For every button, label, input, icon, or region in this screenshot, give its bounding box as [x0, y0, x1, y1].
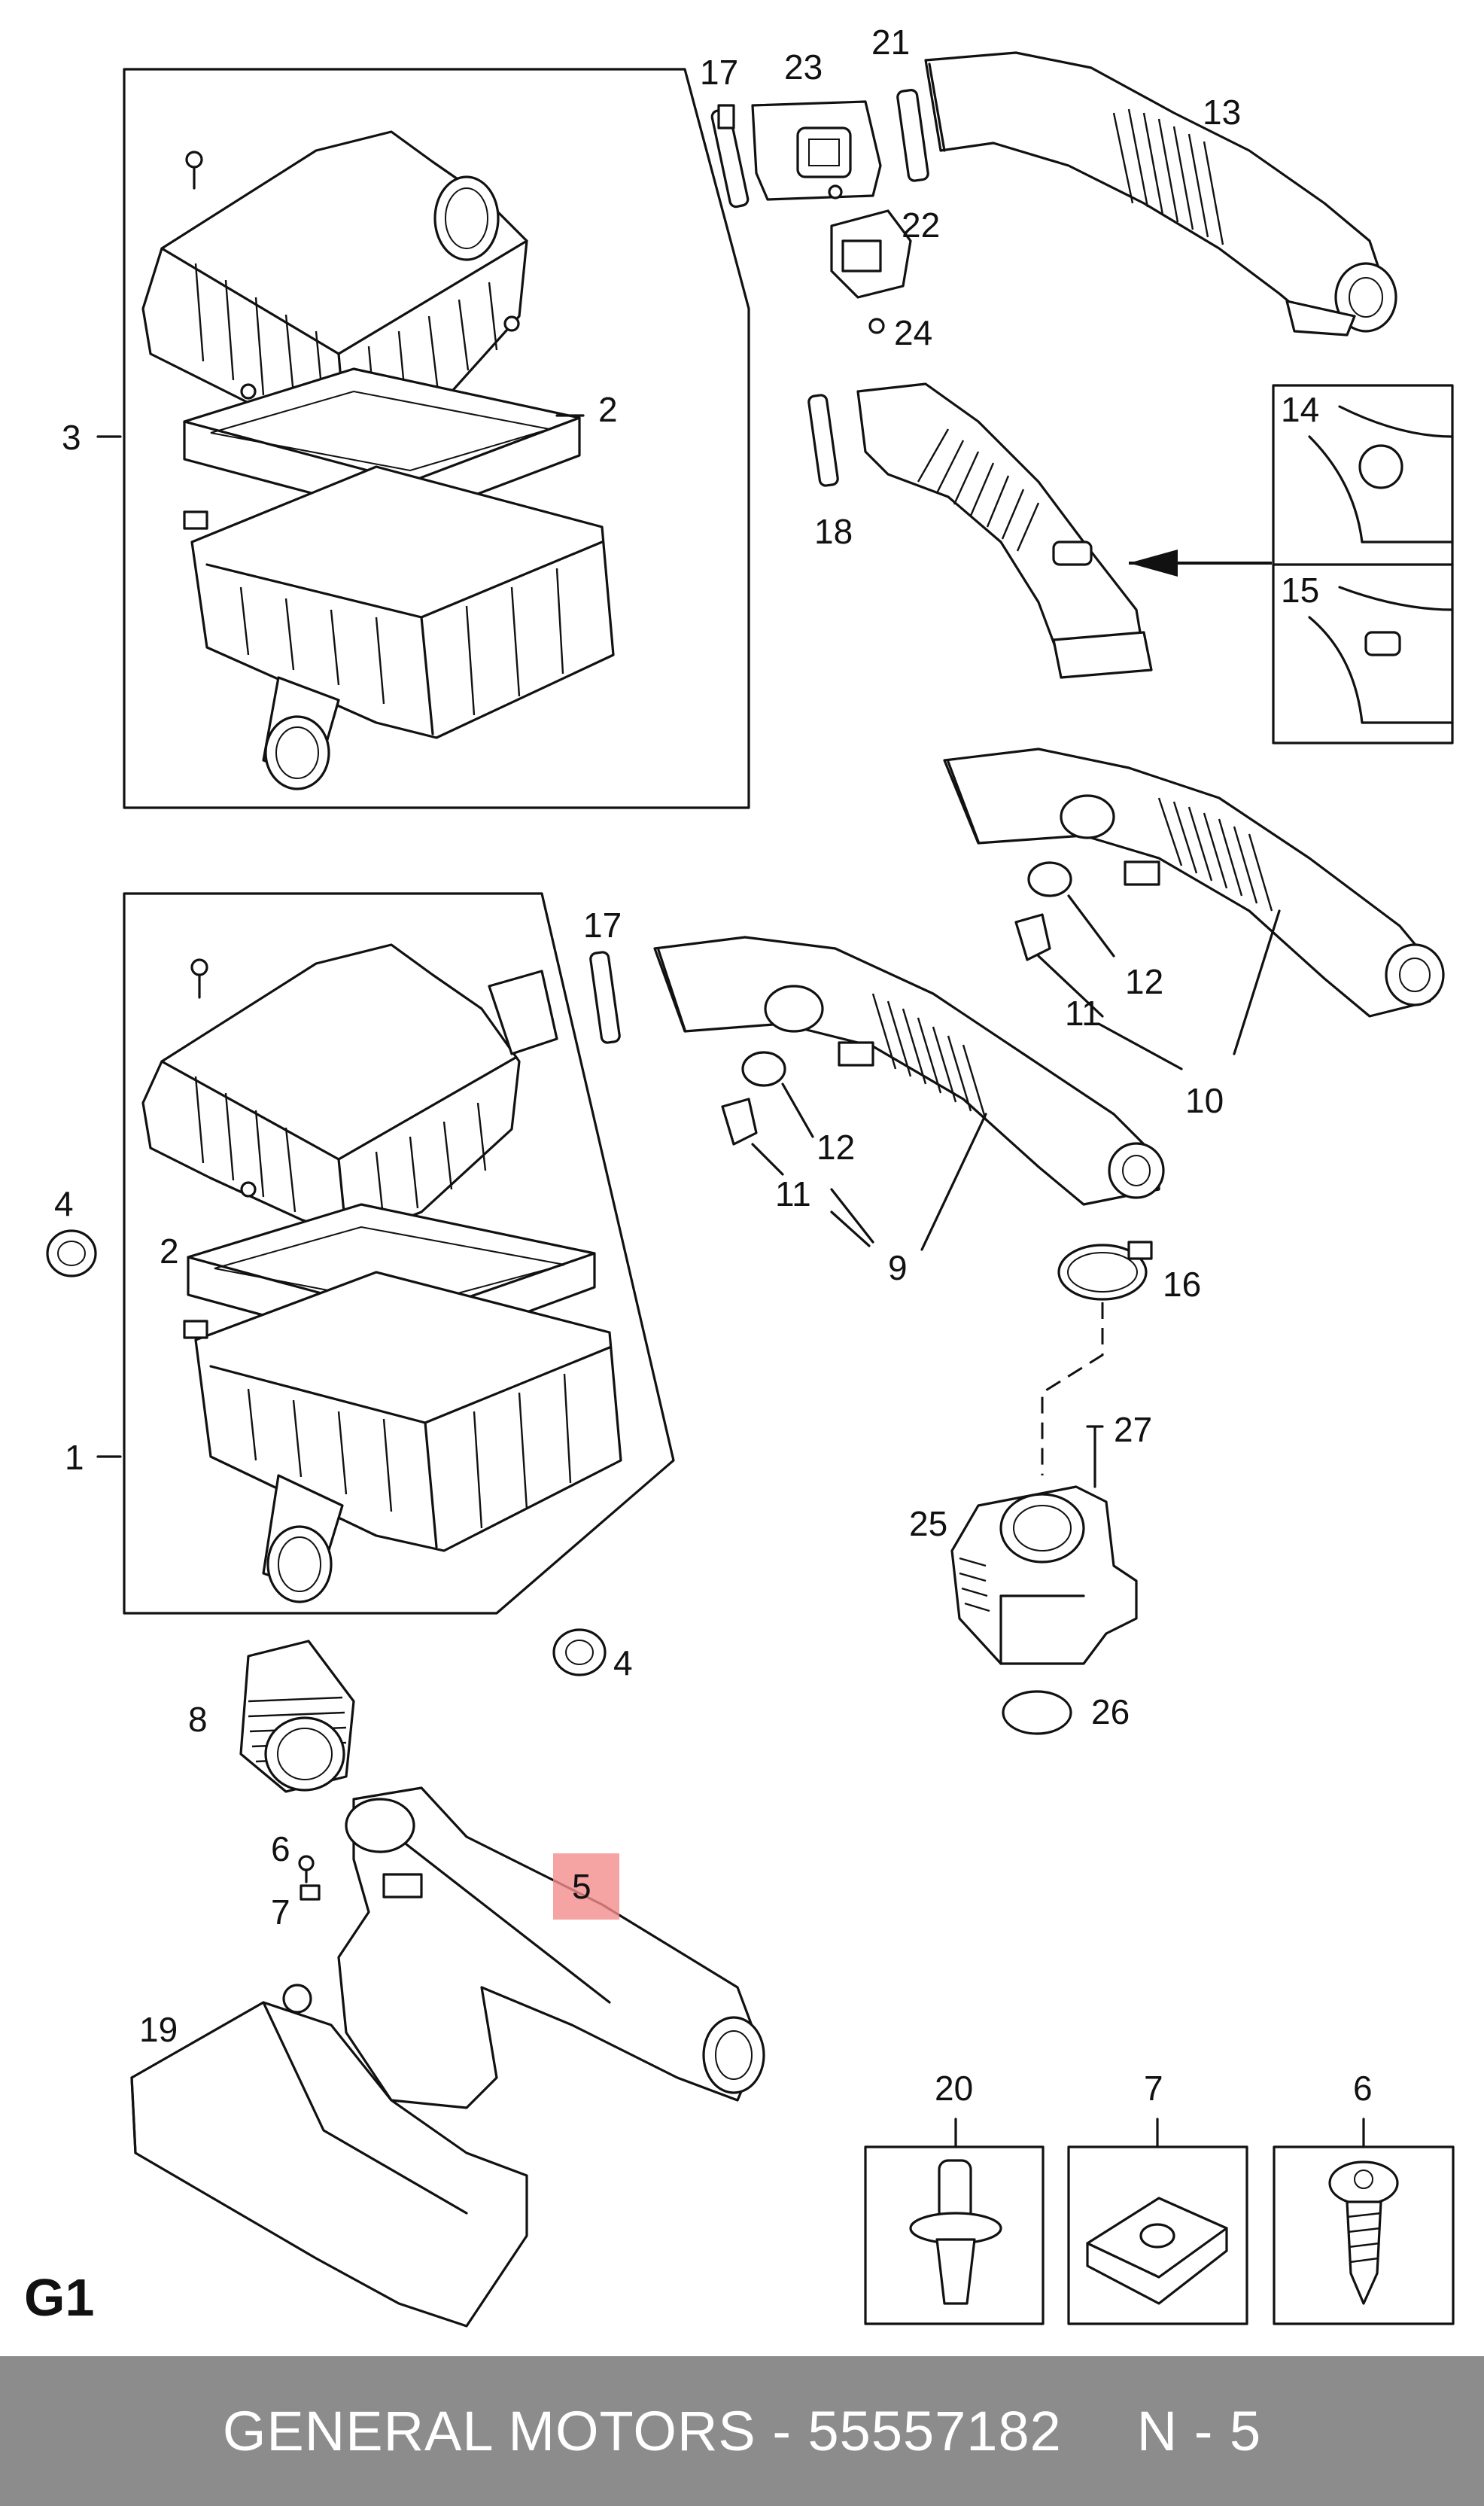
- callout-21: 21: [871, 23, 910, 62]
- duct-10-group: 12 11 10: [943, 748, 1445, 1120]
- air-cleaner-lower-housing-icon: [183, 465, 615, 790]
- detail-7: 7: [1067, 2069, 1248, 2325]
- grommet-4-left: [46, 1229, 97, 1277]
- maf-sensor-group: 17 23 21 13 22 24: [700, 23, 1397, 352]
- footer-part-number: 55557182: [807, 2400, 1062, 2462]
- callout-24: 24: [894, 313, 932, 352]
- footer-bar: GENERAL MOTORS - 55557182 N - 5: [0, 2356, 1484, 2506]
- footer-separator: -: [756, 2400, 808, 2462]
- throttle-body-icon: 27 25 26: [909, 1410, 1152, 1735]
- footer-brand: GENERAL MOTORS: [222, 2400, 756, 2462]
- detail-20: 20: [864, 2069, 1045, 2325]
- callout-23: 23: [784, 47, 823, 87]
- callout-7: 7: [271, 1892, 290, 1932]
- callout-6: 6: [271, 1829, 290, 1868]
- callout-11b: 11: [775, 1174, 811, 1213]
- callout-17: 17: [700, 53, 738, 92]
- detail-6: 6: [1273, 2069, 1455, 2325]
- callout-1: 1: [65, 1438, 84, 1477]
- callout-2b: 2: [160, 1232, 179, 1271]
- callout-16: 16: [1163, 1265, 1201, 1304]
- callout-2: 2: [598, 390, 618, 429]
- callout-9: 9: [888, 1248, 908, 1287]
- highlight-box: [553, 1853, 619, 1920]
- sensor-11b: [721, 1098, 758, 1146]
- maf-sensor-23: [751, 100, 882, 201]
- callout-8: 8: [188, 1700, 208, 1739]
- clamp-16: [1057, 1244, 1148, 1301]
- callout-4b: 4: [613, 1643, 633, 1682]
- hose-clamp-21: [896, 89, 929, 182]
- small-fasteners-6-7: 6 7: [271, 1829, 321, 1932]
- group-frame-1: [123, 892, 675, 1615]
- group-frame-3: [123, 68, 750, 809]
- hose-clamp-17-top: [710, 104, 750, 209]
- hose-clamp-17: [589, 951, 621, 1044]
- callout-7b: 7: [1144, 2069, 1163, 2108]
- intake-duct-icon: [943, 748, 1439, 1018]
- air-cleaner-lower-housing-icon: [183, 1271, 622, 1603]
- screw-icon: [868, 318, 885, 334]
- air-cleaner-assembly-main: 1 2 4: [46, 892, 675, 1615]
- callout-17b: 17: [583, 906, 622, 945]
- callout-18: 18: [814, 512, 853, 551]
- callout-11: 11: [1065, 994, 1101, 1033]
- arrow-icon: [1129, 550, 1178, 577]
- callout-15: 15: [1281, 571, 1319, 610]
- callout-20: 20: [935, 2069, 973, 2108]
- intake-duct-icon: [653, 936, 1160, 1206]
- callout-19: 19: [139, 2010, 178, 2049]
- clip-fastener-icon: [909, 2159, 1002, 2305]
- callout-25: 25: [909, 1504, 947, 1543]
- gasket-26: [1002, 1690, 1072, 1735]
- speed-nut-icon: [300, 1884, 321, 1901]
- callout-12: 12: [1125, 962, 1163, 1001]
- duct-9-group: 17 12 11 9 16: [583, 906, 1201, 1475]
- callout-27: 27: [1114, 1410, 1152, 1449]
- deflector-19: 19: [130, 1984, 528, 2328]
- sensor-11: [1014, 913, 1051, 961]
- grommet-12: [1027, 861, 1072, 897]
- callout-5: 5: [572, 1867, 591, 1906]
- air-cleaner-housing-icon: [141, 130, 528, 453]
- screw-icon: [298, 1855, 315, 1871]
- callout-26: 26: [1091, 1692, 1130, 1731]
- hose-clamp-18: [807, 394, 839, 487]
- grommet-12b: [741, 1051, 786, 1087]
- screw-icon: [1328, 2160, 1399, 2305]
- grommet-4-right: 4: [552, 1628, 633, 1682]
- air-cleaner-housing-icon: [141, 943, 558, 1240]
- callout-22: 22: [902, 206, 940, 245]
- callout-13: 13: [1203, 93, 1241, 132]
- callout-3: 3: [62, 418, 81, 457]
- callout-14: 14: [1281, 390, 1319, 429]
- intake-duct-icon: [924, 51, 1397, 336]
- resonator-8: 8: [188, 1640, 355, 1793]
- duct-18-group: 18 14 15: [807, 382, 1454, 744]
- callout-10: 10: [1185, 1081, 1224, 1120]
- sheet-id: G1: [24, 2268, 95, 2327]
- speed-nut-icon: [1086, 2197, 1228, 2305]
- callout-4: 4: [54, 1184, 74, 1223]
- footer-page-ref: N - 5: [1136, 2400, 1262, 2462]
- air-cleaner-assembly-top: 3 2: [62, 68, 750, 809]
- callout-6b: 6: [1353, 2069, 1373, 2108]
- intake-duct-icon: [856, 382, 1145, 664]
- callout-12b: 12: [817, 1128, 855, 1167]
- screw-icon: [1086, 1425, 1104, 1488]
- intake-snorkel-5: 5: [337, 1786, 765, 2109]
- sensor-22: [830, 209, 912, 299]
